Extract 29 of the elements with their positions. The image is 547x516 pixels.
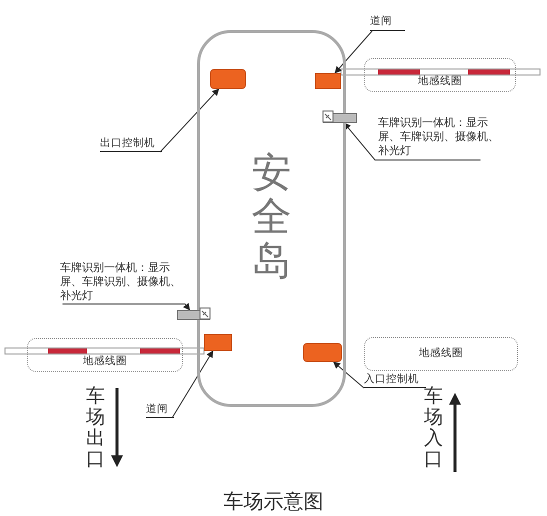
leader-arrow [172, 350, 214, 418]
coil-label: 地感线圈 [418, 74, 462, 88]
loop-coil-area [27, 338, 183, 372]
gate-box [204, 334, 232, 351]
leader-arrow [344, 122, 481, 160]
safety-island [197, 30, 346, 407]
callout-label: 车牌识别一体机：显示屏、车牌识别、摄像机、补光灯 [378, 116, 500, 158]
direction-label: 车场入口 [424, 386, 443, 470]
gate-box [315, 73, 341, 89]
leader-arrow [334, 30, 373, 74]
camera-unit [323, 113, 357, 123]
callout-label: 出口控制机 [100, 136, 156, 150]
island-label: 安全岛 [252, 151, 292, 283]
direction-label: 车场出口 [86, 386, 105, 470]
callout-label: 道闸 [370, 14, 393, 28]
controller-box [210, 69, 246, 89]
leader-arrow [160, 88, 220, 152]
coil-label: 地感线圈 [419, 346, 463, 360]
coil-label: 地感线圈 [83, 354, 127, 368]
leader-arrow [62, 302, 190, 311]
callout-label: 车牌识别一体机：显示屏、车牌识别、摄像机、补光灯 [60, 261, 182, 303]
callout-label: 道闸 [146, 402, 169, 416]
camera-unit [177, 310, 210, 320]
loop-coil-area [364, 337, 518, 371]
controller-box [303, 343, 342, 362]
loop-coil-area [364, 58, 516, 92]
leader-arrow [333, 362, 364, 388]
callout-label: 入口控制机 [364, 372, 420, 386]
caption: 车场示意图 [222, 488, 324, 515]
